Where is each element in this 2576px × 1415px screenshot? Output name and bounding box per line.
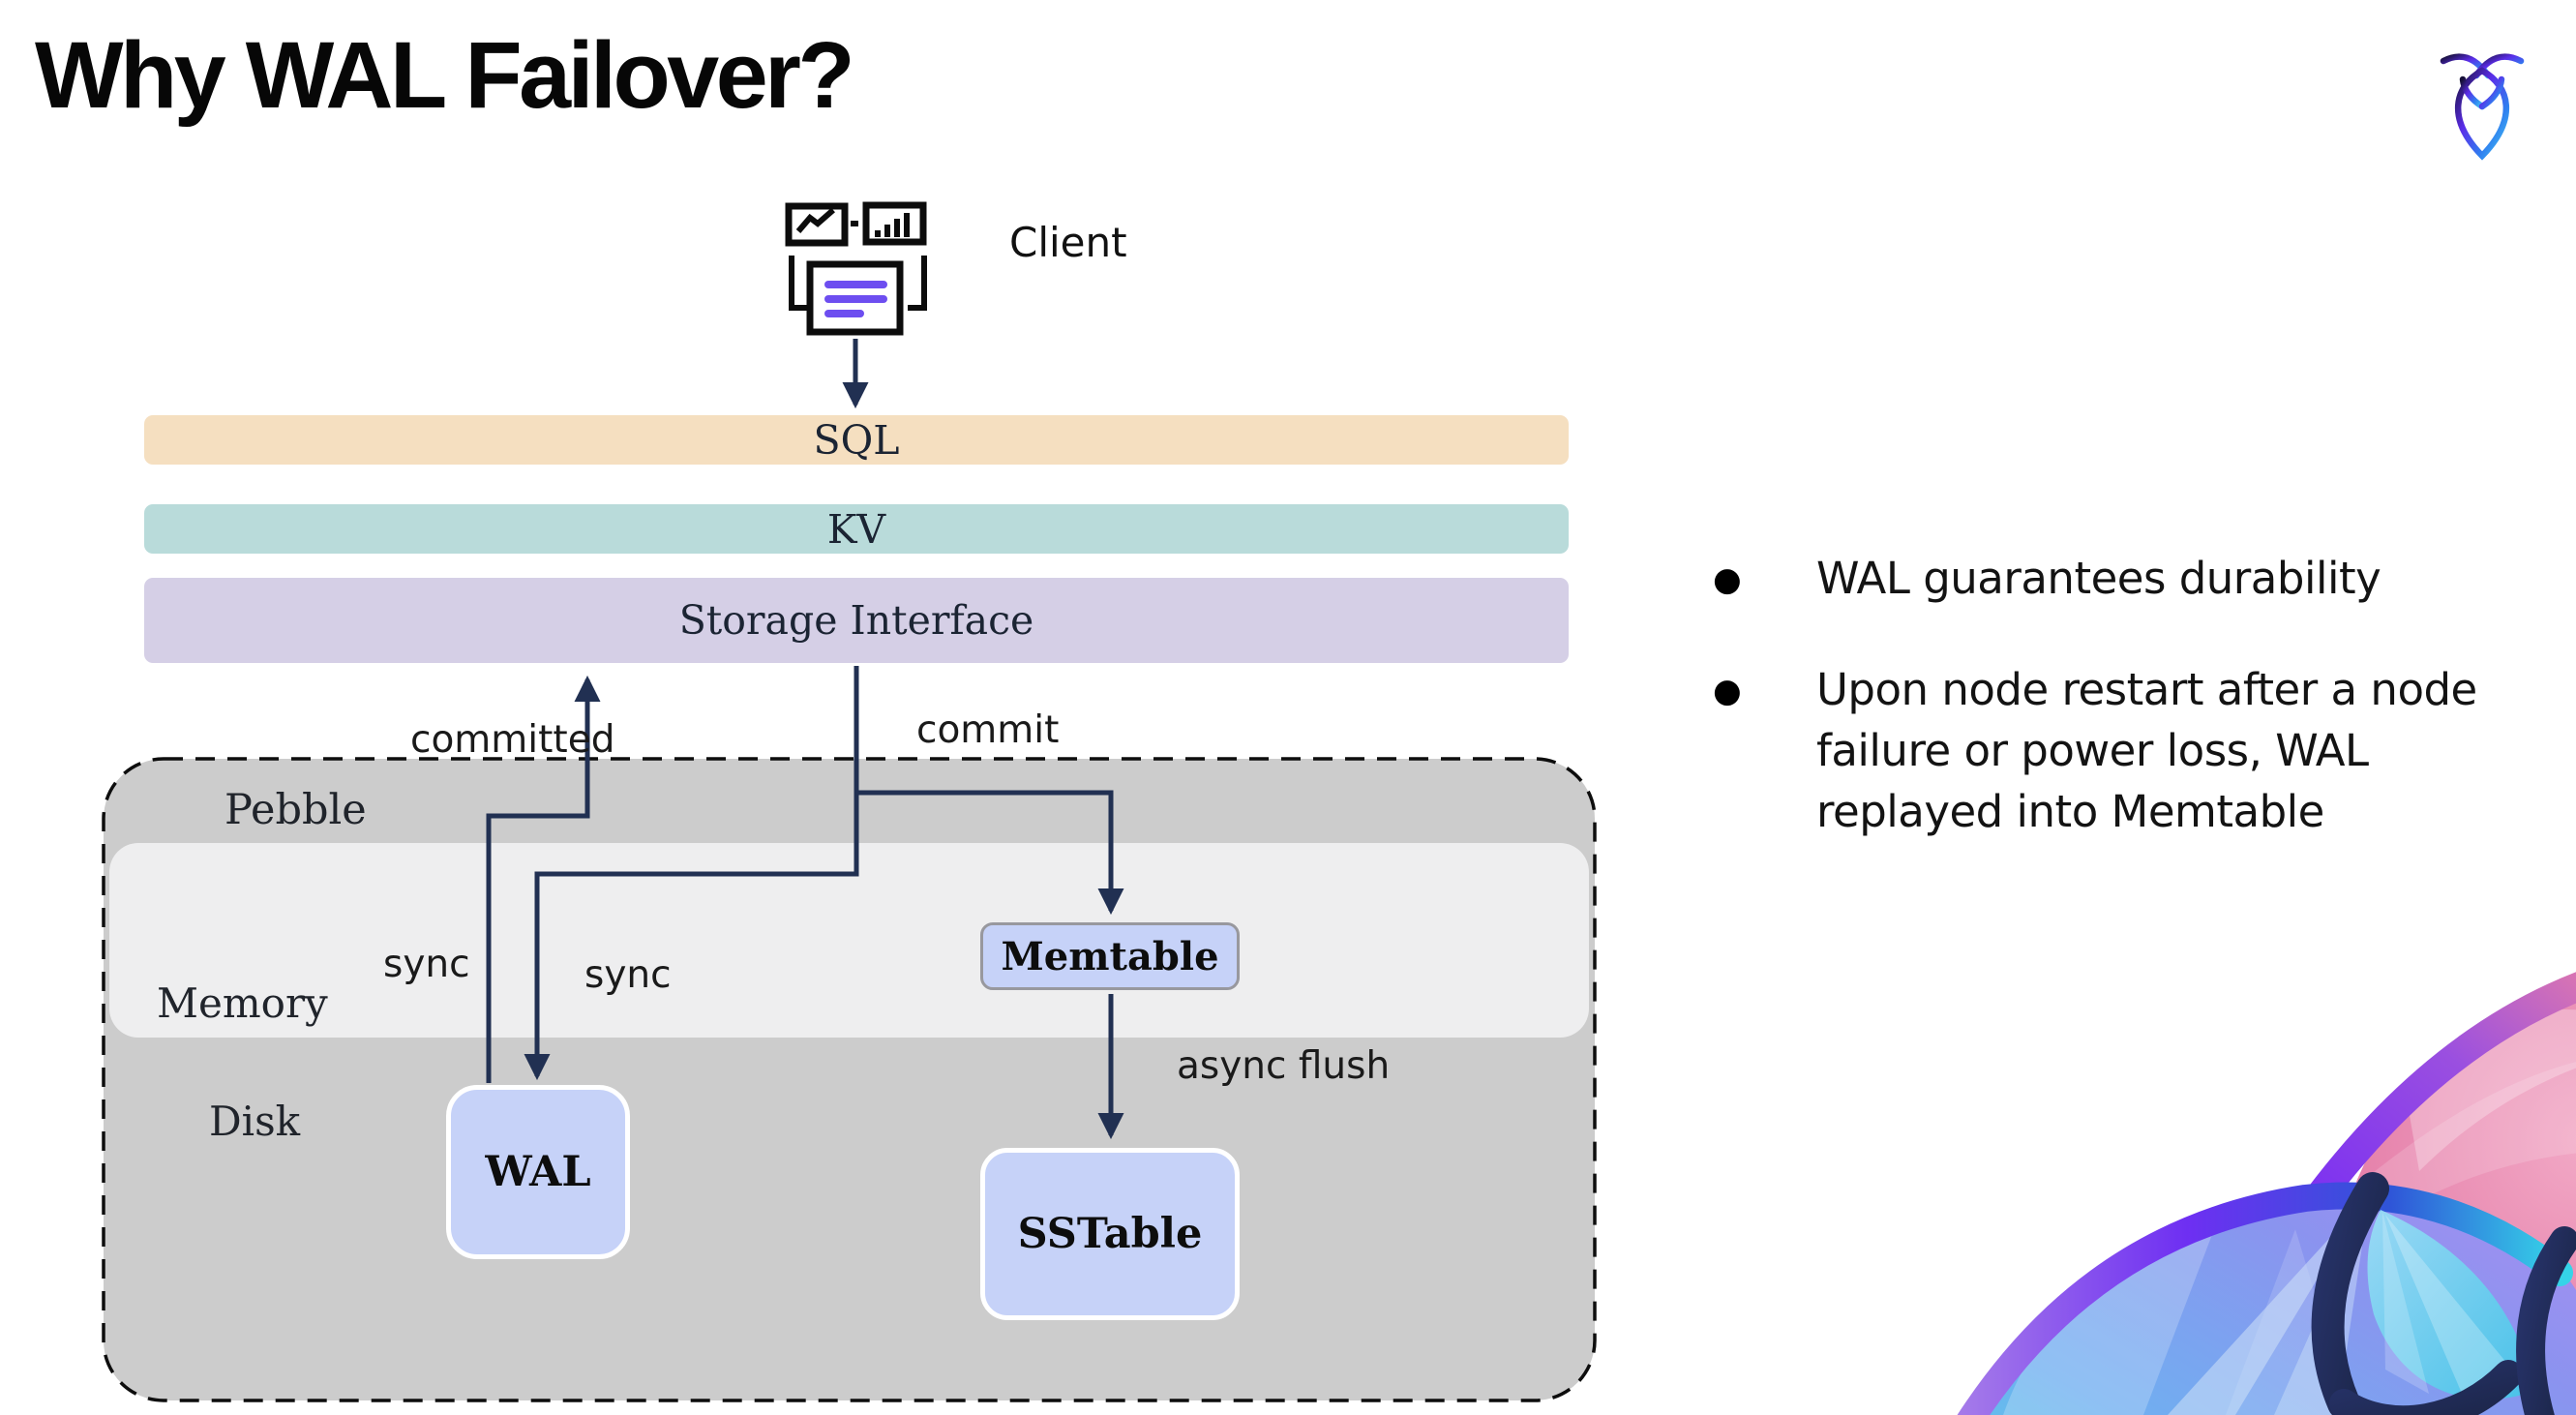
page-title: Why WAL Failover? [35, 22, 855, 128]
sstable-node: SSTable [980, 1148, 1240, 1320]
bullet-item: WAL guarantees durability [1709, 548, 2561, 611]
decoration-graphic [1957, 972, 2576, 1415]
wal-node-label: WAL [485, 1148, 591, 1196]
client-label: Client [1009, 219, 1127, 266]
layer-sql-label: SQL [813, 416, 900, 464]
arrow-committed-up [486, 675, 601, 1083]
arrow-commit-to-wal [524, 666, 859, 1081]
edge-label-commit: commit [916, 708, 1060, 752]
layer-storage-label: Storage Interface [678, 597, 1034, 644]
bullet-item: Upon node restart after a node failure o… [1709, 659, 2561, 842]
edge-label-sync-up: sync [383, 943, 470, 986]
client-icon [785, 201, 927, 336]
layer-sql: SQL [144, 415, 1569, 465]
disk-label: Disk [209, 1098, 301, 1145]
edge-label-committed: committed [410, 718, 615, 762]
edge-label-sync-down: sync [584, 953, 672, 997]
sstable-node-label: SSTable [1017, 1210, 1203, 1258]
memtable-node: Memtable [980, 922, 1240, 990]
layer-storage-interface: Storage Interface [144, 578, 1569, 663]
pebble-label: Pebble [225, 786, 367, 834]
bullet-list: WAL guarantees durability Upon node rest… [1709, 548, 2561, 842]
arrow-commit-to-memtable [856, 790, 1124, 916]
layer-kv-label: KV [826, 505, 886, 553]
wal-node: WAL [446, 1085, 630, 1259]
memory-label: Memory [157, 979, 328, 1027]
cockroachdb-logo-icon [2440, 53, 2525, 161]
memtable-node-label: Memtable [1001, 933, 1219, 979]
layer-kv: KV [144, 504, 1569, 554]
edge-label-async-flush: async flush [1177, 1044, 1391, 1088]
